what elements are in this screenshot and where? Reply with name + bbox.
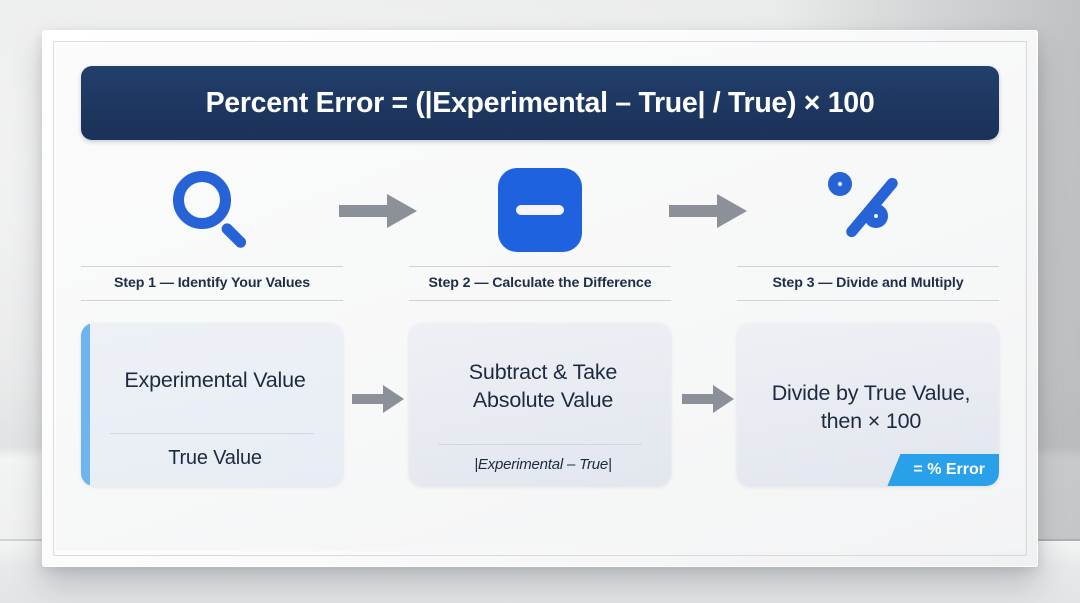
cards-row: Experimental Value True Value Subtract &… xyxy=(81,323,999,486)
card-1-divider xyxy=(109,433,315,434)
step-column-2: Step 2 — Calculate the Difference xyxy=(409,162,671,301)
card-1-subtitle: True Value xyxy=(168,447,262,469)
magnifier-handle xyxy=(219,221,249,251)
percent-ring-bottom xyxy=(864,204,888,228)
minus-icon xyxy=(498,168,582,252)
arrow-step-1-to-2-icon xyxy=(339,194,417,228)
card-2-formula: |Experimental – True| xyxy=(474,456,612,473)
arrow-card-2-to-3-icon xyxy=(682,385,734,413)
arrow-step-2-to-3-icon xyxy=(669,194,747,228)
percent-ring-top xyxy=(828,172,852,196)
magnifier-lens xyxy=(173,171,231,229)
picture-frame: Percent Error = (|Experimental – True| /… xyxy=(42,30,1038,567)
page-title: Percent Error = (|Experimental – True| /… xyxy=(205,86,875,119)
step-3-label: Step 3 — Divide and Multiply xyxy=(737,266,999,301)
poster-canvas: Percent Error = (|Experimental – True| /… xyxy=(56,44,1024,551)
card-3-body: Divide by True Value, then × 100 xyxy=(737,323,999,486)
card-divide-multiply: Divide by True Value, then × 100 = % Err… xyxy=(737,323,999,486)
card-1-title: Experimental Value xyxy=(124,368,306,393)
step-column-1: Step 1 — Identify Your Values xyxy=(81,162,343,301)
step-2-label: Step 2 — Calculate the Difference xyxy=(409,266,671,301)
card-2-body: Subtract & Take Absolute Value xyxy=(409,323,671,444)
step-3-icon-slot xyxy=(826,162,910,258)
step-column-3: Step 3 — Divide and Multiply xyxy=(737,162,999,301)
magnifier-icon xyxy=(171,169,253,251)
step-1-label: Step 1 — Identify Your Values xyxy=(81,266,343,301)
card-3-title: Divide by True Value, then × 100 xyxy=(771,380,971,433)
percent-icon xyxy=(826,170,910,250)
step-1-icon-slot xyxy=(171,162,253,258)
title-banner: Percent Error = (|Experimental – True| /… xyxy=(81,66,999,140)
card-2-divider xyxy=(437,444,643,445)
step-2-icon-slot xyxy=(498,162,582,258)
card-subtract-absolute-value: Subtract & Take Absolute Value |Experime… xyxy=(409,323,671,486)
steps-row: Step 1 — Identify Your Values Step 2 — C… xyxy=(81,162,999,301)
card-accent-bar xyxy=(81,323,90,486)
status-badge: = % Error xyxy=(887,454,999,486)
arrow-card-1-to-2-icon xyxy=(352,385,404,413)
minus-bar xyxy=(516,205,564,215)
card-experimental-true-values: Experimental Value True Value xyxy=(81,323,343,486)
card-1-body: Experimental Value xyxy=(81,323,343,433)
card-2-title: Subtract & Take Absolute Value xyxy=(468,359,618,412)
